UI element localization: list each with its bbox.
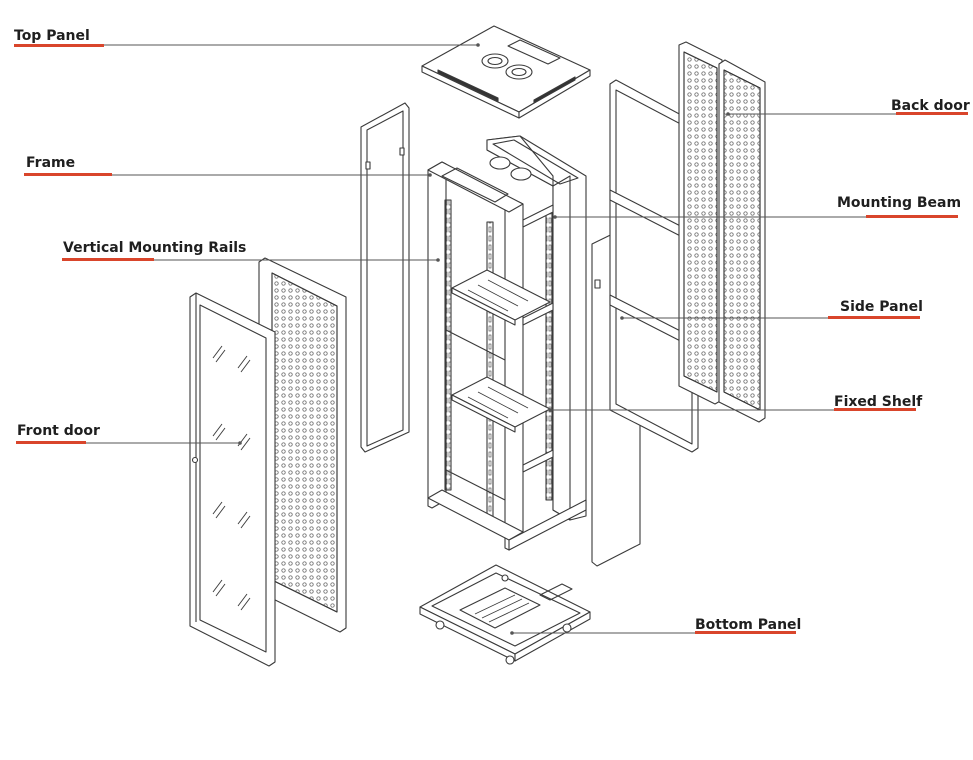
leader-dots bbox=[238, 43, 730, 635]
label-front-door: Front door bbox=[17, 423, 100, 439]
label-side-panel: Side Panel bbox=[840, 299, 923, 315]
label-top-panel: Top Panel bbox=[14, 28, 90, 44]
label-back-door: Back door bbox=[891, 98, 970, 114]
label-bottom-panel: Bottom Panel bbox=[695, 617, 802, 633]
back-frame-panel-part bbox=[609, 79, 699, 453]
underline-back-door bbox=[896, 112, 968, 115]
underline-bottom-panel bbox=[695, 631, 796, 634]
perforated-front-door-part bbox=[258, 257, 347, 633]
label-fixed-shelf: Fixed Shelf bbox=[834, 394, 923, 410]
underline-frame bbox=[24, 173, 112, 176]
label-mounting-beam: Mounting Beam bbox=[837, 195, 962, 211]
back-door-part bbox=[678, 41, 766, 423]
label-vertical-mounting-rails: Vertical Mounting Rails bbox=[63, 240, 247, 256]
label-frame: Frame bbox=[26, 155, 76, 171]
underline-fixed-shelf bbox=[834, 408, 916, 411]
underline-mounting-beam bbox=[866, 215, 958, 218]
underline-front-door bbox=[16, 441, 86, 444]
underline-vertical-mounting-rails bbox=[62, 258, 154, 261]
glass-front-door-part bbox=[189, 292, 276, 667]
inner-panel-part bbox=[360, 102, 410, 453]
top-panel-part bbox=[421, 25, 591, 119]
bottom-panel-part bbox=[419, 564, 591, 665]
underline-top-panel bbox=[14, 44, 104, 47]
rack-frame-part bbox=[427, 135, 587, 551]
underline-side-panel bbox=[828, 316, 920, 319]
